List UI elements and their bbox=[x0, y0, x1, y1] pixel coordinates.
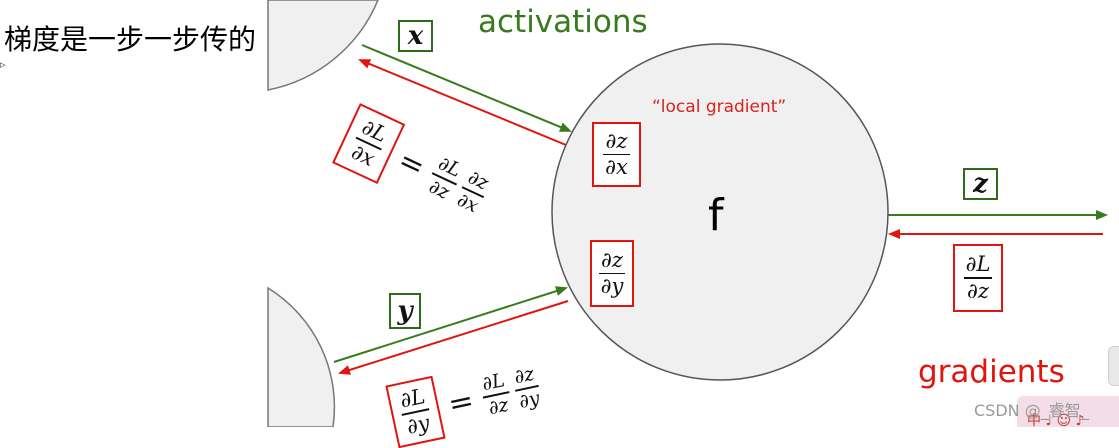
left-panel bbox=[0, 0, 268, 427]
side-panel-tab[interactable] bbox=[1108, 346, 1119, 386]
input-x-symbol: x bbox=[407, 21, 424, 51]
forward-arrow-y bbox=[333, 286, 568, 363]
upstream-node-top bbox=[267, 0, 379, 91]
input-x-box: x bbox=[398, 20, 433, 52]
input-y-symbol: y bbox=[397, 296, 413, 326]
input-y-box: y bbox=[389, 293, 421, 329]
local-gradient-label: “local gradient” bbox=[652, 97, 787, 117]
graph-canvas bbox=[0, 0, 1108, 427]
output-z-box: z bbox=[963, 168, 998, 200]
local-gradient-dzdy-box: ∂z ∂y bbox=[590, 240, 634, 307]
backward-arrow-y bbox=[338, 300, 569, 375]
chain-y-lhs-box: ∂L ∂y bbox=[385, 375, 446, 448]
upstream-gradient-box: ∂L ∂z bbox=[953, 244, 1003, 312]
input-method-badge-text: 中 ♩ ☺ ♪ bbox=[1027, 413, 1085, 427]
forward-arrow-x bbox=[361, 44, 572, 132]
activations-label: activations bbox=[478, 4, 648, 40]
local-gradient-dzdy: ∂z ∂y bbox=[598, 247, 626, 299]
gradients-label: gradients bbox=[918, 354, 1065, 390]
node-label: f bbox=[708, 190, 724, 241]
backward-arrow-x bbox=[358, 59, 567, 146]
local-gradient-dzdx-box: ∂z ∂x bbox=[592, 122, 641, 187]
watermark: CSDN @_睿智_ bbox=[974, 401, 1089, 420]
cursor-icon: ▹ bbox=[0, 58, 6, 71]
upstream-gradient: ∂L ∂z bbox=[963, 252, 993, 303]
chain-x-equals: = bbox=[392, 142, 431, 185]
upstream-node-bottom bbox=[267, 286, 336, 427]
chain-y-equals: = bbox=[445, 382, 477, 423]
local-gradient-dzdx: ∂z ∂x bbox=[603, 128, 630, 180]
side-note: 梯度是一步一步传的 bbox=[4, 23, 257, 56]
input-method-badge[interactable]: 中 ♩ ☺ ♪ bbox=[1017, 396, 1119, 427]
output-z-symbol: z bbox=[973, 169, 988, 199]
chain-y-term-1: ∂L ∂z bbox=[480, 369, 511, 420]
